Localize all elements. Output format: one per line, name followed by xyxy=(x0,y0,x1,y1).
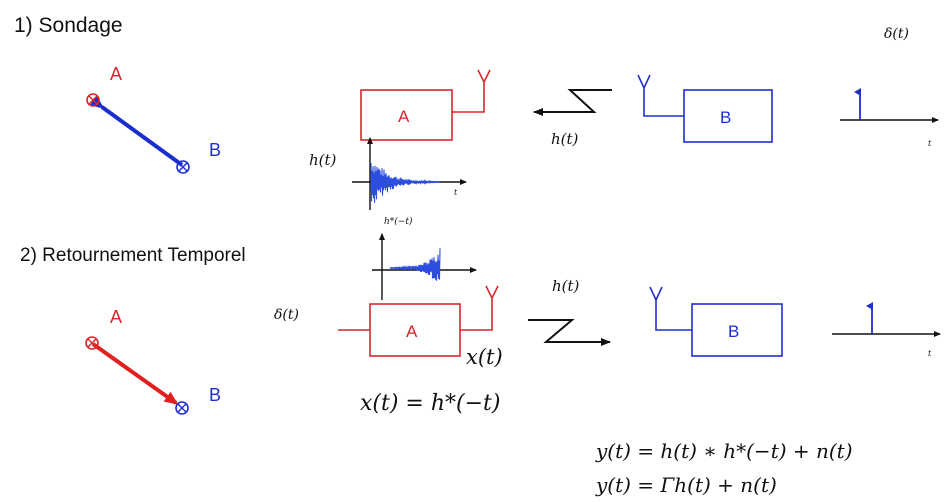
section1-impulse: δ(t) t xyxy=(840,26,939,148)
section1-box-b xyxy=(683,89,773,143)
section2-antenna-b-feed xyxy=(655,300,692,331)
section1-impulse-label: δ(t) xyxy=(884,26,909,42)
section2-antenna-a-feed xyxy=(460,298,493,331)
section1-node-b-label: B xyxy=(209,140,221,160)
section2-reversed-response-plot: h*(−t) xyxy=(372,216,477,300)
section1-transceiver-b: B xyxy=(637,74,773,143)
section2-node-diagram: A B xyxy=(85,307,221,415)
section2-channel-label: h(t) xyxy=(552,277,580,295)
section2-node-a-label: A xyxy=(110,307,122,327)
section2-antenna-b-icon xyxy=(649,286,663,302)
section2-impulse: t xyxy=(832,302,941,358)
equation-line-1: y(t) = h(t) ∗ h*(−t) + n(t) xyxy=(595,439,853,463)
section1-antenna-b-icon xyxy=(637,74,651,90)
section2-propagation-arrow xyxy=(91,342,179,405)
section1-transceiver-a: A xyxy=(360,69,491,141)
section1-impulse-response-plot: h(t) t xyxy=(309,137,467,210)
section1-node-a-icon xyxy=(86,93,100,107)
section2-transceiver-a: δ(t) A x(t) xyxy=(274,285,503,369)
section2-channel-arrow xyxy=(528,319,611,346)
section1-propagation-arrow xyxy=(89,95,184,167)
section1-box-a-label: A xyxy=(398,107,410,126)
section1-node-b-icon xyxy=(176,160,190,174)
section2-output-label: x(t) xyxy=(466,345,503,369)
section1-box-b-label: B xyxy=(720,108,731,127)
equation-line-2: y(t) = Γh(t) + n(t) xyxy=(595,473,777,497)
section1-antenna-a-icon xyxy=(477,69,491,84)
section2-box-a-label: A xyxy=(406,322,418,341)
section1-node-diagram: A B xyxy=(86,64,221,174)
section1-impulse-axis-label: t xyxy=(928,139,932,148)
section2-transceiver-b: B xyxy=(649,286,783,357)
section2-title: 2) Retournement Temporel xyxy=(20,245,246,266)
section2-plot-label: h*(−t) xyxy=(384,216,413,227)
section2-antenna-a-icon xyxy=(485,285,499,300)
section2-node-b-label: B xyxy=(209,385,221,405)
section2-channel: h(t) xyxy=(528,277,611,346)
section1-channel-arrow xyxy=(533,89,612,116)
section2-node-a-icon xyxy=(85,336,99,350)
section2-box-b xyxy=(691,303,783,357)
section1-channel: h(t) xyxy=(533,89,612,148)
section1-plot-label: h(t) xyxy=(309,151,337,169)
section1-node-a-label: A xyxy=(110,64,122,84)
section2-equation: x(t) = h*(−t) xyxy=(360,391,500,416)
section1-plot-axis-label: t xyxy=(454,188,458,197)
section1-box-a xyxy=(360,89,453,141)
section2-box-b-label: B xyxy=(728,322,739,341)
section1-title: 1) Sondage xyxy=(14,14,123,37)
section2-impulse-axis-label: t xyxy=(928,349,932,358)
section1-antenna-b-feed xyxy=(643,88,684,117)
section2-node-b-icon xyxy=(175,401,189,415)
section2-reversed-waveform xyxy=(389,248,441,281)
section2-input-label: δ(t) xyxy=(274,307,299,323)
section1-decaying-waveform xyxy=(370,163,441,203)
section1-channel-label: h(t) xyxy=(551,130,579,148)
section1-antenna-a-feed xyxy=(452,82,485,113)
